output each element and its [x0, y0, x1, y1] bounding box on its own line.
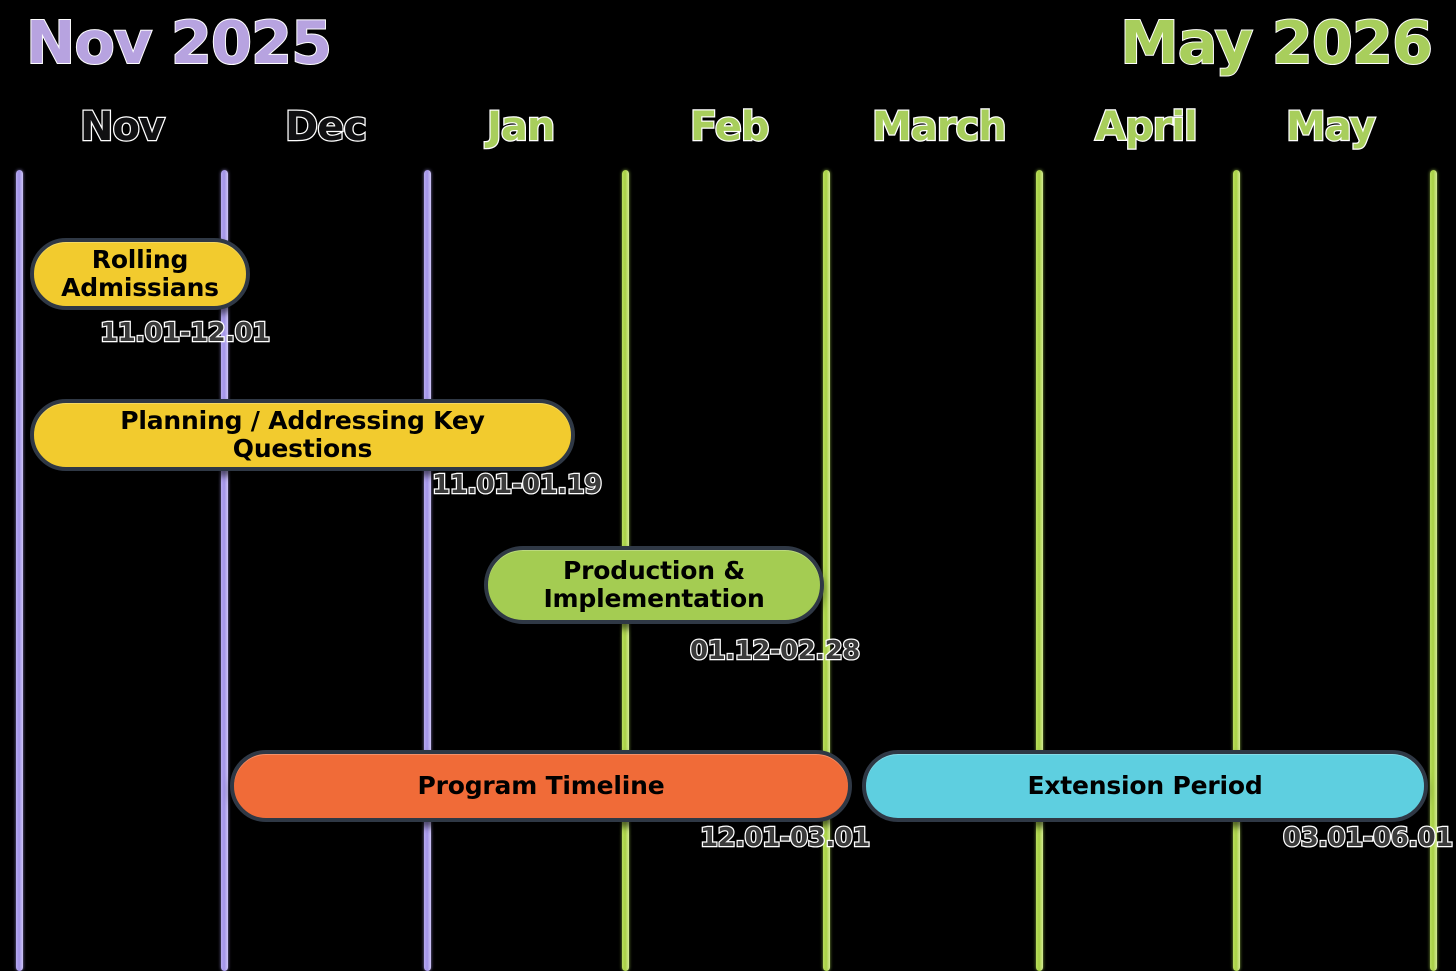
- task-bar-label: Extension Period: [1027, 771, 1263, 800]
- gridline-2: [424, 170, 431, 971]
- gridline-7: [1430, 170, 1437, 971]
- task-date-range: 12.01-03.01: [699, 822, 872, 855]
- end-year-title: May 2026: [1119, 7, 1434, 78]
- month-label-nov: Nov: [79, 103, 167, 152]
- task-bar-label: Production & Implementation: [543, 556, 765, 613]
- gridline-5: [1036, 170, 1043, 971]
- task-bar[interactable]: Extension Period: [862, 750, 1428, 822]
- month-label-april: April: [1094, 103, 1199, 152]
- month-label-dec: Dec: [284, 103, 369, 152]
- task-bar-label: Planning / Addressing Key Questions: [120, 406, 485, 463]
- month-label-may: May: [1285, 103, 1377, 152]
- task-bar[interactable]: Production & Implementation: [484, 546, 824, 624]
- gridline-4: [823, 170, 830, 971]
- task-bar-label: Rolling Admissians: [61, 245, 219, 302]
- task-bar-label: Program Timeline: [417, 771, 665, 800]
- task-date-range: 03.01-06.01: [1282, 822, 1455, 855]
- task-date-range: 11.01-12.01: [99, 317, 272, 350]
- task-bar[interactable]: Rolling Admissians: [30, 238, 250, 310]
- task-date-range: 01.12-02.28: [689, 635, 862, 668]
- month-label-march: March: [871, 103, 1008, 152]
- task-bar[interactable]: Program Timeline: [230, 750, 852, 822]
- task-bar[interactable]: Planning / Addressing Key Questions: [30, 399, 575, 471]
- month-label-jan: Jan: [486, 103, 557, 152]
- month-label-feb: Feb: [689, 103, 771, 152]
- gridline-6: [1233, 170, 1240, 971]
- task-date-range: 11.01-01.19: [431, 469, 604, 502]
- gridline-1: [221, 170, 228, 971]
- gridline-0: [16, 170, 23, 971]
- start-year-title: Nov 2025: [25, 7, 333, 78]
